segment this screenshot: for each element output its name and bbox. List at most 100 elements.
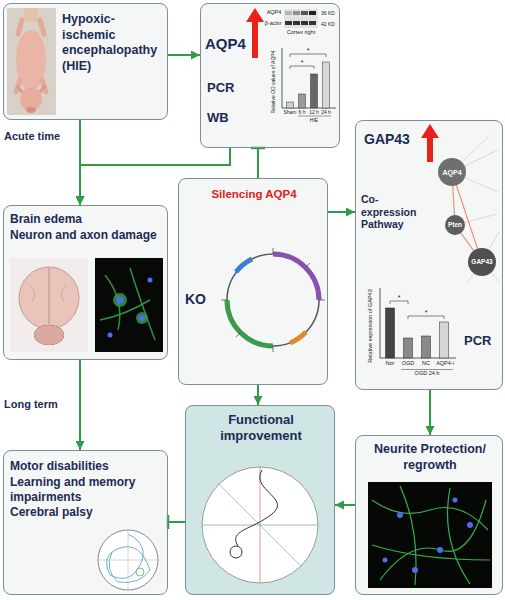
axis-label: Relative OD values of AQP4	[271, 51, 276, 114]
arrow-connector	[80, 148, 230, 205]
label-slot: Nor	[386, 361, 395, 367]
weight-label: 42 KD	[321, 22, 335, 27]
connector-label: Acute time	[4, 130, 76, 143]
label-slot: Pten	[448, 222, 462, 229]
increase-arrow	[246, 8, 264, 58]
label-slot: AQP4	[267, 10, 282, 16]
label-slot: HIE	[310, 118, 318, 123]
label-slot: 36 KD	[321, 11, 335, 16]
outcome-box: Motor disabilitiesLearning and memory im…	[3, 450, 168, 595]
increase-arrow	[421, 124, 439, 162]
label-slot: AQP4-i	[436, 361, 454, 367]
text-slot: Neurite Protection/ regrowth	[360, 442, 500, 473]
network-node-label: GAP43	[471, 259, 492, 266]
plasmid-map	[221, 248, 325, 352]
box-heading: Functional improvement	[190, 412, 332, 445]
box-ground	[3, 450, 168, 595]
box-ground	[185, 405, 335, 595]
label-slot: β-actin	[265, 21, 282, 27]
label-slot: GAP43	[471, 259, 492, 266]
tick-label: OGD	[402, 361, 415, 367]
text-slot: AQP4	[205, 35, 249, 54]
arrow-connector	[168, 54, 200, 56]
neurite-box: Neurite Protection/ regrowth	[355, 435, 503, 595]
box-ground	[178, 178, 328, 385]
tick-label: 12 h	[309, 110, 319, 115]
label-slot: Sham	[283, 110, 296, 115]
label-slot: Cortex right	[287, 30, 315, 36]
inhibition-connector	[168, 521, 185, 523]
fluorescence-image	[95, 258, 163, 352]
connector-label: Long term	[4, 398, 76, 411]
box-heading: Brain edema	[10, 212, 164, 227]
text-slot: Hypoxic-ischemic encephalopathy (HIE)	[62, 12, 166, 75]
box-ground	[3, 3, 168, 120]
text-slot: Motor disabilities	[10, 459, 165, 474]
label-slot: *	[301, 59, 304, 66]
text-slot: PCR	[207, 80, 247, 96]
label-slot: Acute time	[4, 130, 76, 143]
tick-label: 24 h	[321, 110, 331, 115]
box-heading: Neurite Protection/ regrowth	[360, 442, 500, 473]
text-slot: Cerebral palsy	[10, 505, 165, 520]
label-slot: *	[307, 47, 310, 54]
group-label: OGD 24 h	[415, 371, 440, 377]
tick-label: 6 h	[299, 110, 306, 115]
tick-label: Sham	[283, 110, 296, 115]
band-label: β-actin	[265, 21, 282, 27]
label-slot: NC	[422, 361, 430, 367]
box-text: Learning and memory impairments	[10, 475, 165, 505]
brain-photo	[10, 258, 88, 352]
axis-label: Relative expression of GAP43	[368, 289, 374, 362]
significance-mark: *	[301, 59, 304, 66]
text-slot: Silencing AQP4	[181, 187, 327, 201]
box-text: Neuron and axon damage	[10, 228, 164, 243]
significance-mark: *	[425, 309, 428, 316]
region-label: Cortex right	[287, 30, 315, 36]
text-slot: PCR	[464, 333, 500, 349]
inhibition-connector	[257, 148, 259, 178]
aqp4-bar-chart	[282, 48, 336, 116]
label-slot: *	[398, 294, 401, 301]
tick-label: NC	[422, 361, 430, 367]
gap43-bar-chart	[380, 288, 456, 370]
tick-label: AQP4-i	[436, 361, 454, 367]
label-slot: 42 KD	[321, 22, 335, 27]
arrow-connector	[429, 390, 431, 435]
water-maze	[98, 530, 158, 590]
label-slot: Co-expression Pathway	[361, 193, 429, 231]
box-ground	[355, 120, 503, 390]
label-slot: OGD	[402, 361, 415, 367]
arrow-connector	[257, 385, 259, 405]
box-text: WB	[207, 110, 247, 126]
label-slot: 6 h	[299, 110, 306, 115]
band-label: AQP4	[267, 10, 282, 16]
box-text: PCR	[207, 80, 247, 96]
label-slot: AQP4	[442, 169, 461, 176]
text-slot: Brain edema	[10, 212, 164, 227]
label-slot: 12 h	[309, 110, 319, 115]
coexpression-network	[438, 135, 499, 284]
water-maze	[202, 467, 318, 583]
box-heading: AQP4	[205, 35, 249, 54]
label-slot: Long term	[4, 398, 76, 411]
box-heading: Hypoxic-ischemic encephalopathy (HIE)	[62, 12, 166, 75]
connector-label: Co-expression Pathway	[361, 193, 429, 231]
label-slot: Relative OD values of AQP4	[271, 51, 276, 114]
box-heading: Silencing AQP4	[181, 187, 327, 201]
text-slot: GAP43	[364, 131, 424, 149]
label-slot: 24 h	[321, 110, 331, 115]
tick-label: Nor	[386, 361, 395, 367]
text-slot: Neuron and axon damage	[10, 228, 164, 243]
text-slot: Functional improvement	[190, 412, 332, 445]
box-heading: Motor disabilities	[10, 459, 165, 474]
improvement-box: Functional improvement	[185, 405, 335, 595]
network-node-label: Pten	[448, 222, 462, 229]
box-ground	[3, 205, 168, 360]
arrow-connector	[328, 211, 355, 213]
significance-mark: *	[307, 47, 310, 54]
weight-label: 36 KD	[321, 11, 335, 16]
label-slot: OGD 24 h	[415, 371, 440, 377]
injury-box: Brain edemaNeuron and axon damage	[3, 205, 168, 360]
gene-box: GAP43PCR	[355, 120, 503, 390]
